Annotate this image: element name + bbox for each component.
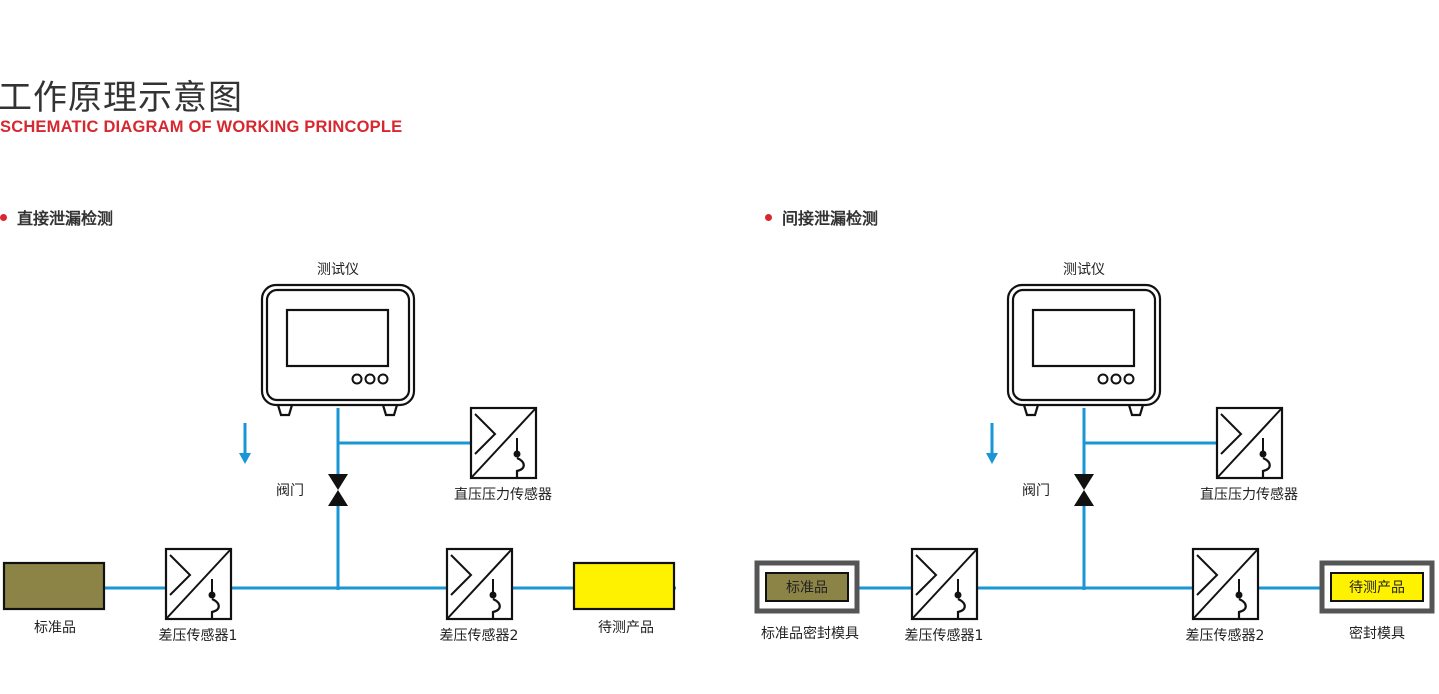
dp-sensor-2-label: 差压传感器2 xyxy=(440,627,519,644)
tester-icon xyxy=(1006,283,1162,417)
product-fixture: 待测产品 xyxy=(1319,560,1435,614)
product-sample xyxy=(572,561,676,611)
direct-detection-diagram: 测试仪 阀门 直压压力传感器 差压传感器1 差压传感器2 标准品 待测产品 xyxy=(2,262,676,644)
bullet-dot-icon xyxy=(765,214,772,221)
standard-fixture-label: 标准品密封模具 xyxy=(761,625,859,642)
page-title: 工作原理示意图 xyxy=(0,78,243,118)
section-heading-direct: 直接泄漏检测 xyxy=(0,205,113,229)
dp-sensor-2-icon xyxy=(1191,547,1260,621)
section-heading-indirect: 间接泄漏检测 xyxy=(765,205,878,229)
direct-sensor-label: 直压压力传感器 xyxy=(454,486,552,503)
valve-label: 阀门 xyxy=(1022,483,1050,499)
page-subtitle: SCHEMATIC DIAGRAM OF WORKING PRINCOPLE xyxy=(0,118,403,136)
dp-sensor-2-icon xyxy=(445,547,514,621)
dp-sensor-1-icon xyxy=(910,547,979,621)
product-label: 待测产品 xyxy=(598,620,654,636)
bullet-dot-icon xyxy=(0,214,7,221)
valve-icon xyxy=(328,474,348,506)
dp-sensor-2-label: 差压传感器2 xyxy=(1186,627,1265,644)
standard-label: 标准品 xyxy=(34,620,76,636)
flow-arrow-icon xyxy=(984,421,1000,466)
dp-sensor-1-label: 差压传感器1 xyxy=(905,627,984,644)
dp-sensor-1-label: 差压传感器1 xyxy=(159,627,238,644)
valve-label: 阀门 xyxy=(276,483,304,499)
valve-icon xyxy=(1074,474,1094,506)
tester-label: 测试仪 xyxy=(1063,262,1105,278)
product-inner-label: 待测产品 xyxy=(1349,580,1405,596)
indirect-detection-diagram: 测试仪 阀门 直压压力传感器 差压传感器1 差压传感器2 标准品 标准品密封模具… xyxy=(754,262,1435,644)
standard-sample xyxy=(2,561,106,611)
direct-pressure-sensor-icon xyxy=(1215,406,1284,480)
product-fixture-label: 密封模具 xyxy=(1349,625,1405,642)
tester-label: 测试仪 xyxy=(317,262,359,278)
direct-sensor-label: 直压压力传感器 xyxy=(1200,486,1298,503)
direct-pressure-sensor-icon xyxy=(469,406,538,480)
standard-inner-label: 标准品 xyxy=(786,580,828,596)
flow-arrow-icon xyxy=(237,421,253,466)
dp-sensor-1-icon xyxy=(164,547,233,621)
standard-fixture: 标准品 xyxy=(754,560,860,614)
tester-icon xyxy=(260,283,416,417)
